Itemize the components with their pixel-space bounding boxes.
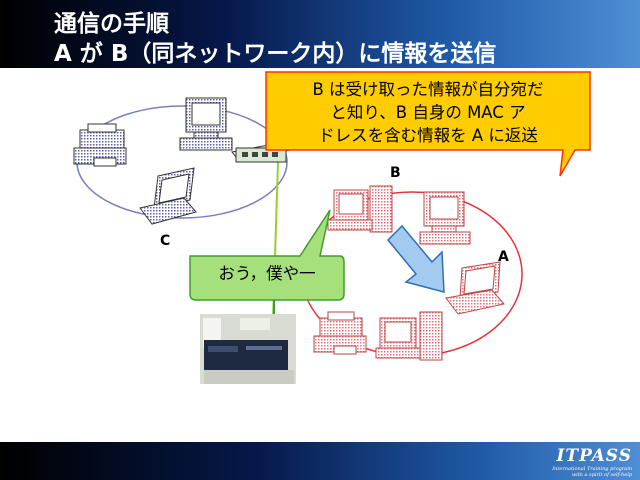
node-label-a: A: [498, 249, 509, 265]
title-bar: [0, 0, 640, 68]
logo-name: ITPASS: [556, 446, 632, 466]
network-diagram: [73, 71, 591, 384]
itpass-logo: ITPASS International Training program wi…: [552, 446, 632, 478]
callout-b-line-1: B は受け取った情報が自分宛だ: [312, 80, 544, 99]
node-label-c: C: [160, 233, 171, 249]
desktop-pc-icon-b: [327, 185, 393, 233]
callout-b-text: B は受け取った情報が自分宛だ と知り、B 自身の MAC ア ドレスを含む情報…: [268, 78, 588, 147]
callout-b-line-2: と知り、B 自身の MAC ア: [330, 103, 526, 122]
data-flow-arrow: [386, 224, 445, 293]
laptop-icon-c: [139, 167, 197, 225]
router-photo: [200, 314, 296, 384]
logo-tagline-1: International Training program: [552, 466, 632, 472]
slide-subtitle: A が B（同ネットワーク内）に情報を送信: [54, 41, 497, 67]
callout-b-bubble: [265, 71, 591, 177]
printer-icon-c-network: [73, 123, 127, 167]
monitor-icon-ab-network: [419, 191, 471, 245]
callout-b-line-3: ドレスを含む情報を A に返送: [318, 126, 538, 145]
logo-tagline-2: with a spirit of self-help: [571, 472, 632, 478]
callout-c-bubble: [189, 209, 345, 301]
printer-icon-ab-network: [313, 311, 367, 355]
callout-c-text: おう，僕や一: [218, 264, 316, 283]
slide-title: 通信の手順: [54, 11, 169, 37]
desktop-pc-icon-ab-bottom: [375, 311, 443, 361]
footer-bar: [0, 442, 640, 480]
desktop-pc-icon-c-network: [179, 97, 233, 151]
laptop-icon-a: [445, 261, 505, 315]
node-label-b: B: [390, 165, 401, 181]
